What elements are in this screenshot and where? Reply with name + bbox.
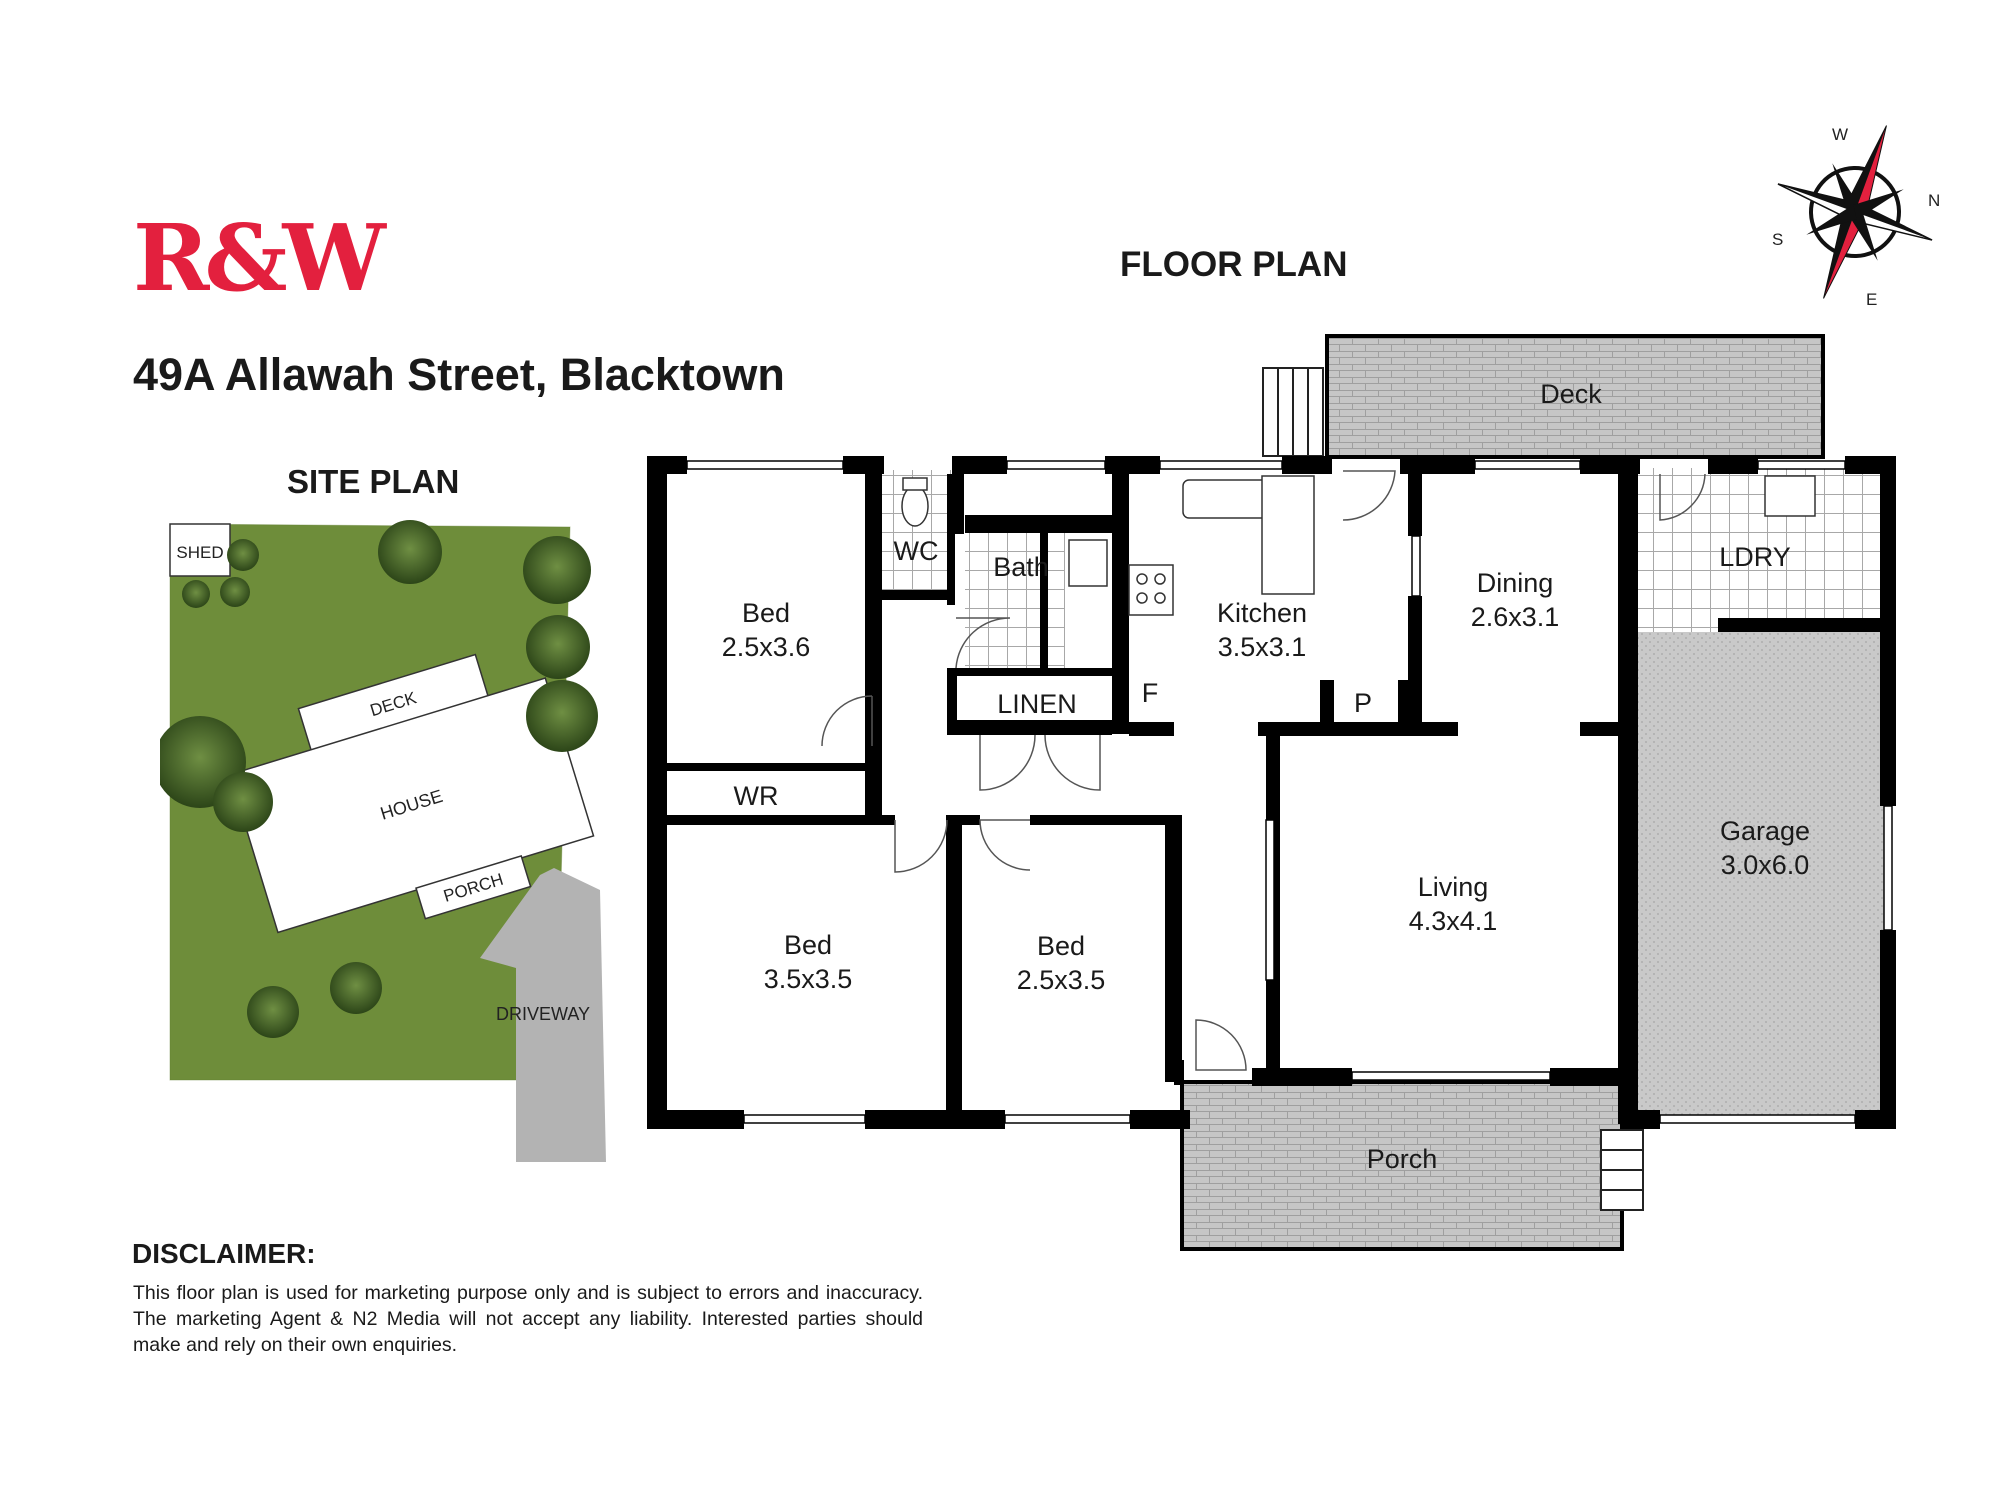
deck-area xyxy=(1325,334,1825,459)
floor-plan-title: FLOOR PLAN xyxy=(1120,245,1348,284)
site-plan-title: SITE PLAN xyxy=(287,463,460,500)
kitchen-size: 3.5x3.1 xyxy=(1218,632,1307,662)
site-porch xyxy=(415,854,532,920)
driveway-label: DRIVEWAY xyxy=(496,1004,590,1024)
garage-name: Garage xyxy=(1720,816,1810,846)
trees xyxy=(160,520,598,1038)
dining-name: Dining xyxy=(1477,568,1554,598)
laundry-label: LDRY xyxy=(1719,542,1791,572)
garage-area xyxy=(1638,632,1884,1115)
porch-label: Porch xyxy=(1367,1144,1438,1174)
room-labels: Bed 2.5x3.6 WC Bath LINEN Kitchen 3.5x3.… xyxy=(722,379,1810,1174)
bed2-name: Bed xyxy=(784,930,832,960)
wc-label: WC xyxy=(894,536,939,566)
driveway xyxy=(480,868,606,1162)
compass-w: W xyxy=(1832,125,1848,144)
site-plan: SHED DECK HOUSE PORCH DRIVEWAY xyxy=(160,520,606,1162)
garage-size: 3.0x6.0 xyxy=(1721,850,1810,880)
deck-label: Deck xyxy=(1540,379,1602,409)
compass-s: S xyxy=(1772,230,1783,249)
bed3-size: 2.5x3.5 xyxy=(1017,965,1106,995)
doors xyxy=(821,470,1706,1071)
disclaimer-title: DISCLAIMER: xyxy=(132,1238,316,1269)
shed xyxy=(169,523,231,577)
disclaimer-text: This floor plan is used for marketing pu… xyxy=(133,1282,923,1356)
property-address: 49A Allawah Street, Blacktown xyxy=(133,349,785,400)
windows xyxy=(686,460,1893,1124)
pantry-label: P xyxy=(1354,688,1372,718)
shed-label: SHED xyxy=(176,543,223,562)
bed1-name: Bed xyxy=(742,598,790,628)
walls xyxy=(647,456,1896,1129)
porch-area xyxy=(1180,1080,1624,1251)
compass-e: E xyxy=(1866,290,1877,309)
living-name: Living xyxy=(1418,872,1489,902)
laundry-tiles xyxy=(1638,468,1884,632)
porch-steps xyxy=(1600,1129,1644,1211)
bed1-size: 2.5x3.6 xyxy=(722,632,811,662)
brand-logo: R&W xyxy=(133,204,386,312)
fixtures xyxy=(901,475,1816,616)
bed3-name: Bed xyxy=(1037,931,1085,961)
deck-steps xyxy=(1262,367,1324,457)
living-size: 4.3x4.1 xyxy=(1409,906,1498,936)
dining-size: 2.6x3.1 xyxy=(1471,602,1560,632)
compass xyxy=(1777,125,1933,299)
wr-label: WR xyxy=(734,781,779,811)
kitchen-name: Kitchen xyxy=(1217,598,1307,628)
bath-label: Bath xyxy=(993,552,1049,582)
bed2-size: 3.5x3.5 xyxy=(764,964,853,994)
compass-n: N xyxy=(1928,191,1940,210)
bath-tiles xyxy=(965,533,1065,668)
linen-label: LINEN xyxy=(997,689,1077,719)
fridge-label: F xyxy=(1142,678,1159,708)
